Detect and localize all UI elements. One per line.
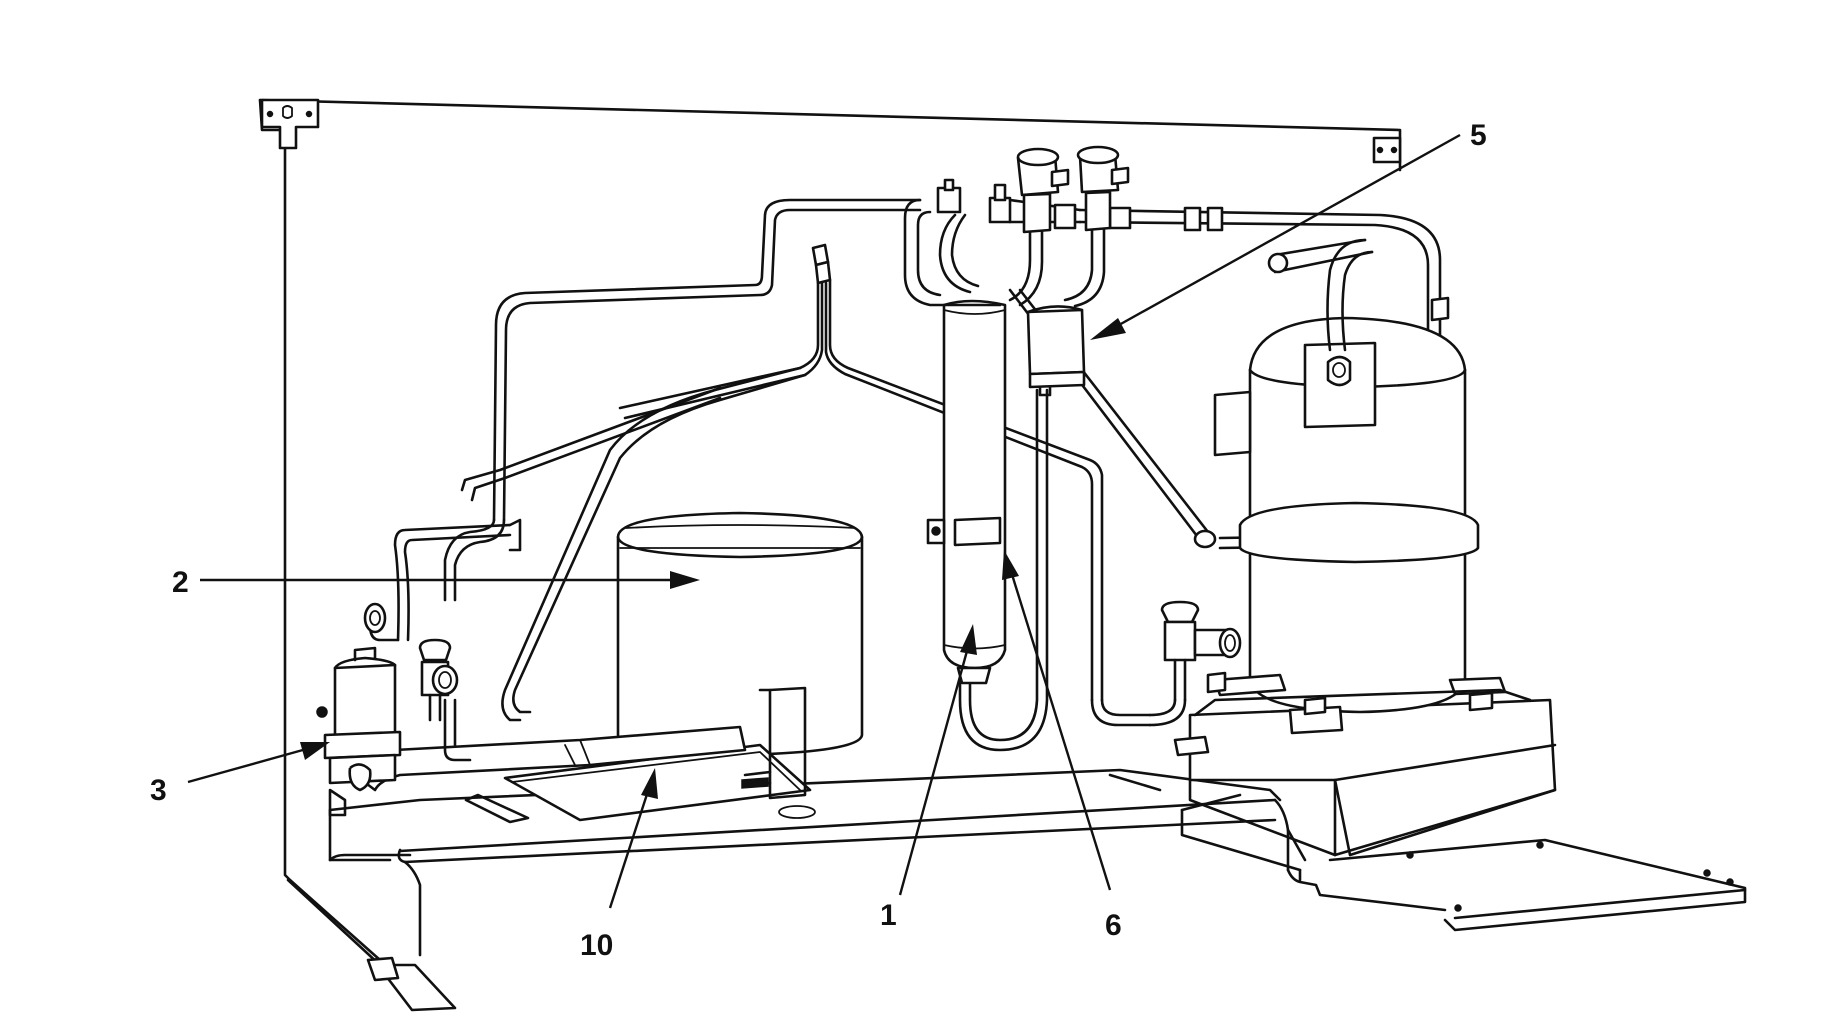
callout-10: 10 [580,768,658,962]
callout-5: 5 [1090,119,1487,340]
svg-text:10: 10 [580,929,613,962]
liquid-receiver-vertical [926,299,1007,685]
svg-text:2: 2 [172,566,189,599]
base-plate [328,698,1747,957]
expansion-valve-left [418,638,459,722]
callout-3: 3 [150,742,330,807]
svg-text:1: 1 [880,899,897,932]
expansion-valve-right [1148,600,1242,757]
top-piping-assembly [903,145,1224,308]
callout-1: 1 [880,624,977,932]
filter-drier [1026,305,1086,397]
back-panel [258,98,1402,1012]
svg-text:6: 6 [1105,909,1122,942]
left-coil-pipe [363,518,522,642]
callout-6: 6 [1002,550,1122,942]
callout-2: 2 [172,566,700,599]
solenoid-valve-left [316,646,402,817]
receiver-tank [616,511,864,757]
compressor [1193,238,1532,735]
svg-text:3: 3 [150,774,167,807]
svg-text:5: 5 [1470,119,1487,152]
